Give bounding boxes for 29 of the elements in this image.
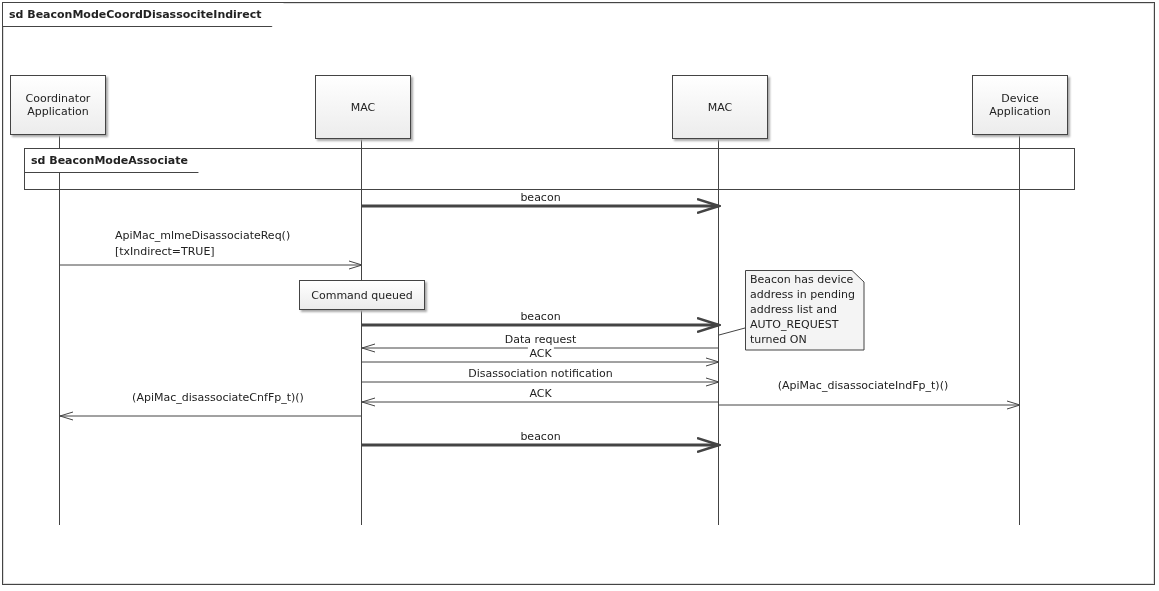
message-label: Disassociation notification — [466, 367, 615, 380]
leader-line — [718, 327, 746, 336]
message-arrow — [362, 197, 721, 215]
message-arrow — [362, 436, 721, 454]
message-label: Data request — [502, 333, 579, 346]
message-arrow — [362, 316, 721, 334]
message-arrow — [361, 357, 720, 367]
message-label: ACK — [527, 387, 554, 400]
frame-title: sd BeaconModeCoordDisassociteIndirect — [3, 3, 284, 27]
message-label: (ApiMac_disassociateIndFp_t)() — [775, 379, 951, 392]
note — [745, 270, 865, 351]
message-arrow — [361, 377, 720, 387]
lifeline-head: Coordinator Application — [10, 75, 106, 135]
message-arrow — [718, 400, 1021, 410]
message-label: ACK — [527, 347, 554, 360]
lifeline-head: MAC — [672, 75, 768, 139]
message-label: beacon — [518, 191, 563, 204]
message-label: beacon — [518, 430, 563, 443]
message-arrow — [361, 343, 720, 353]
message-arrow — [59, 260, 363, 270]
action-box: Command queued — [299, 280, 425, 310]
note-text: Beacon has device address in pending address list and AUTO_REQUEST turned ON — [750, 272, 856, 347]
lifeline-head: MAC — [315, 75, 411, 139]
message-arrow — [361, 397, 720, 407]
message-label: (ApiMac_disassociateCnfFp_t)() — [130, 391, 306, 404]
message-label: beacon — [518, 310, 563, 323]
interaction-reference-frame — [24, 148, 1075, 190]
lifeline-head: Device Application — [972, 75, 1068, 135]
message-arrow — [59, 411, 363, 421]
